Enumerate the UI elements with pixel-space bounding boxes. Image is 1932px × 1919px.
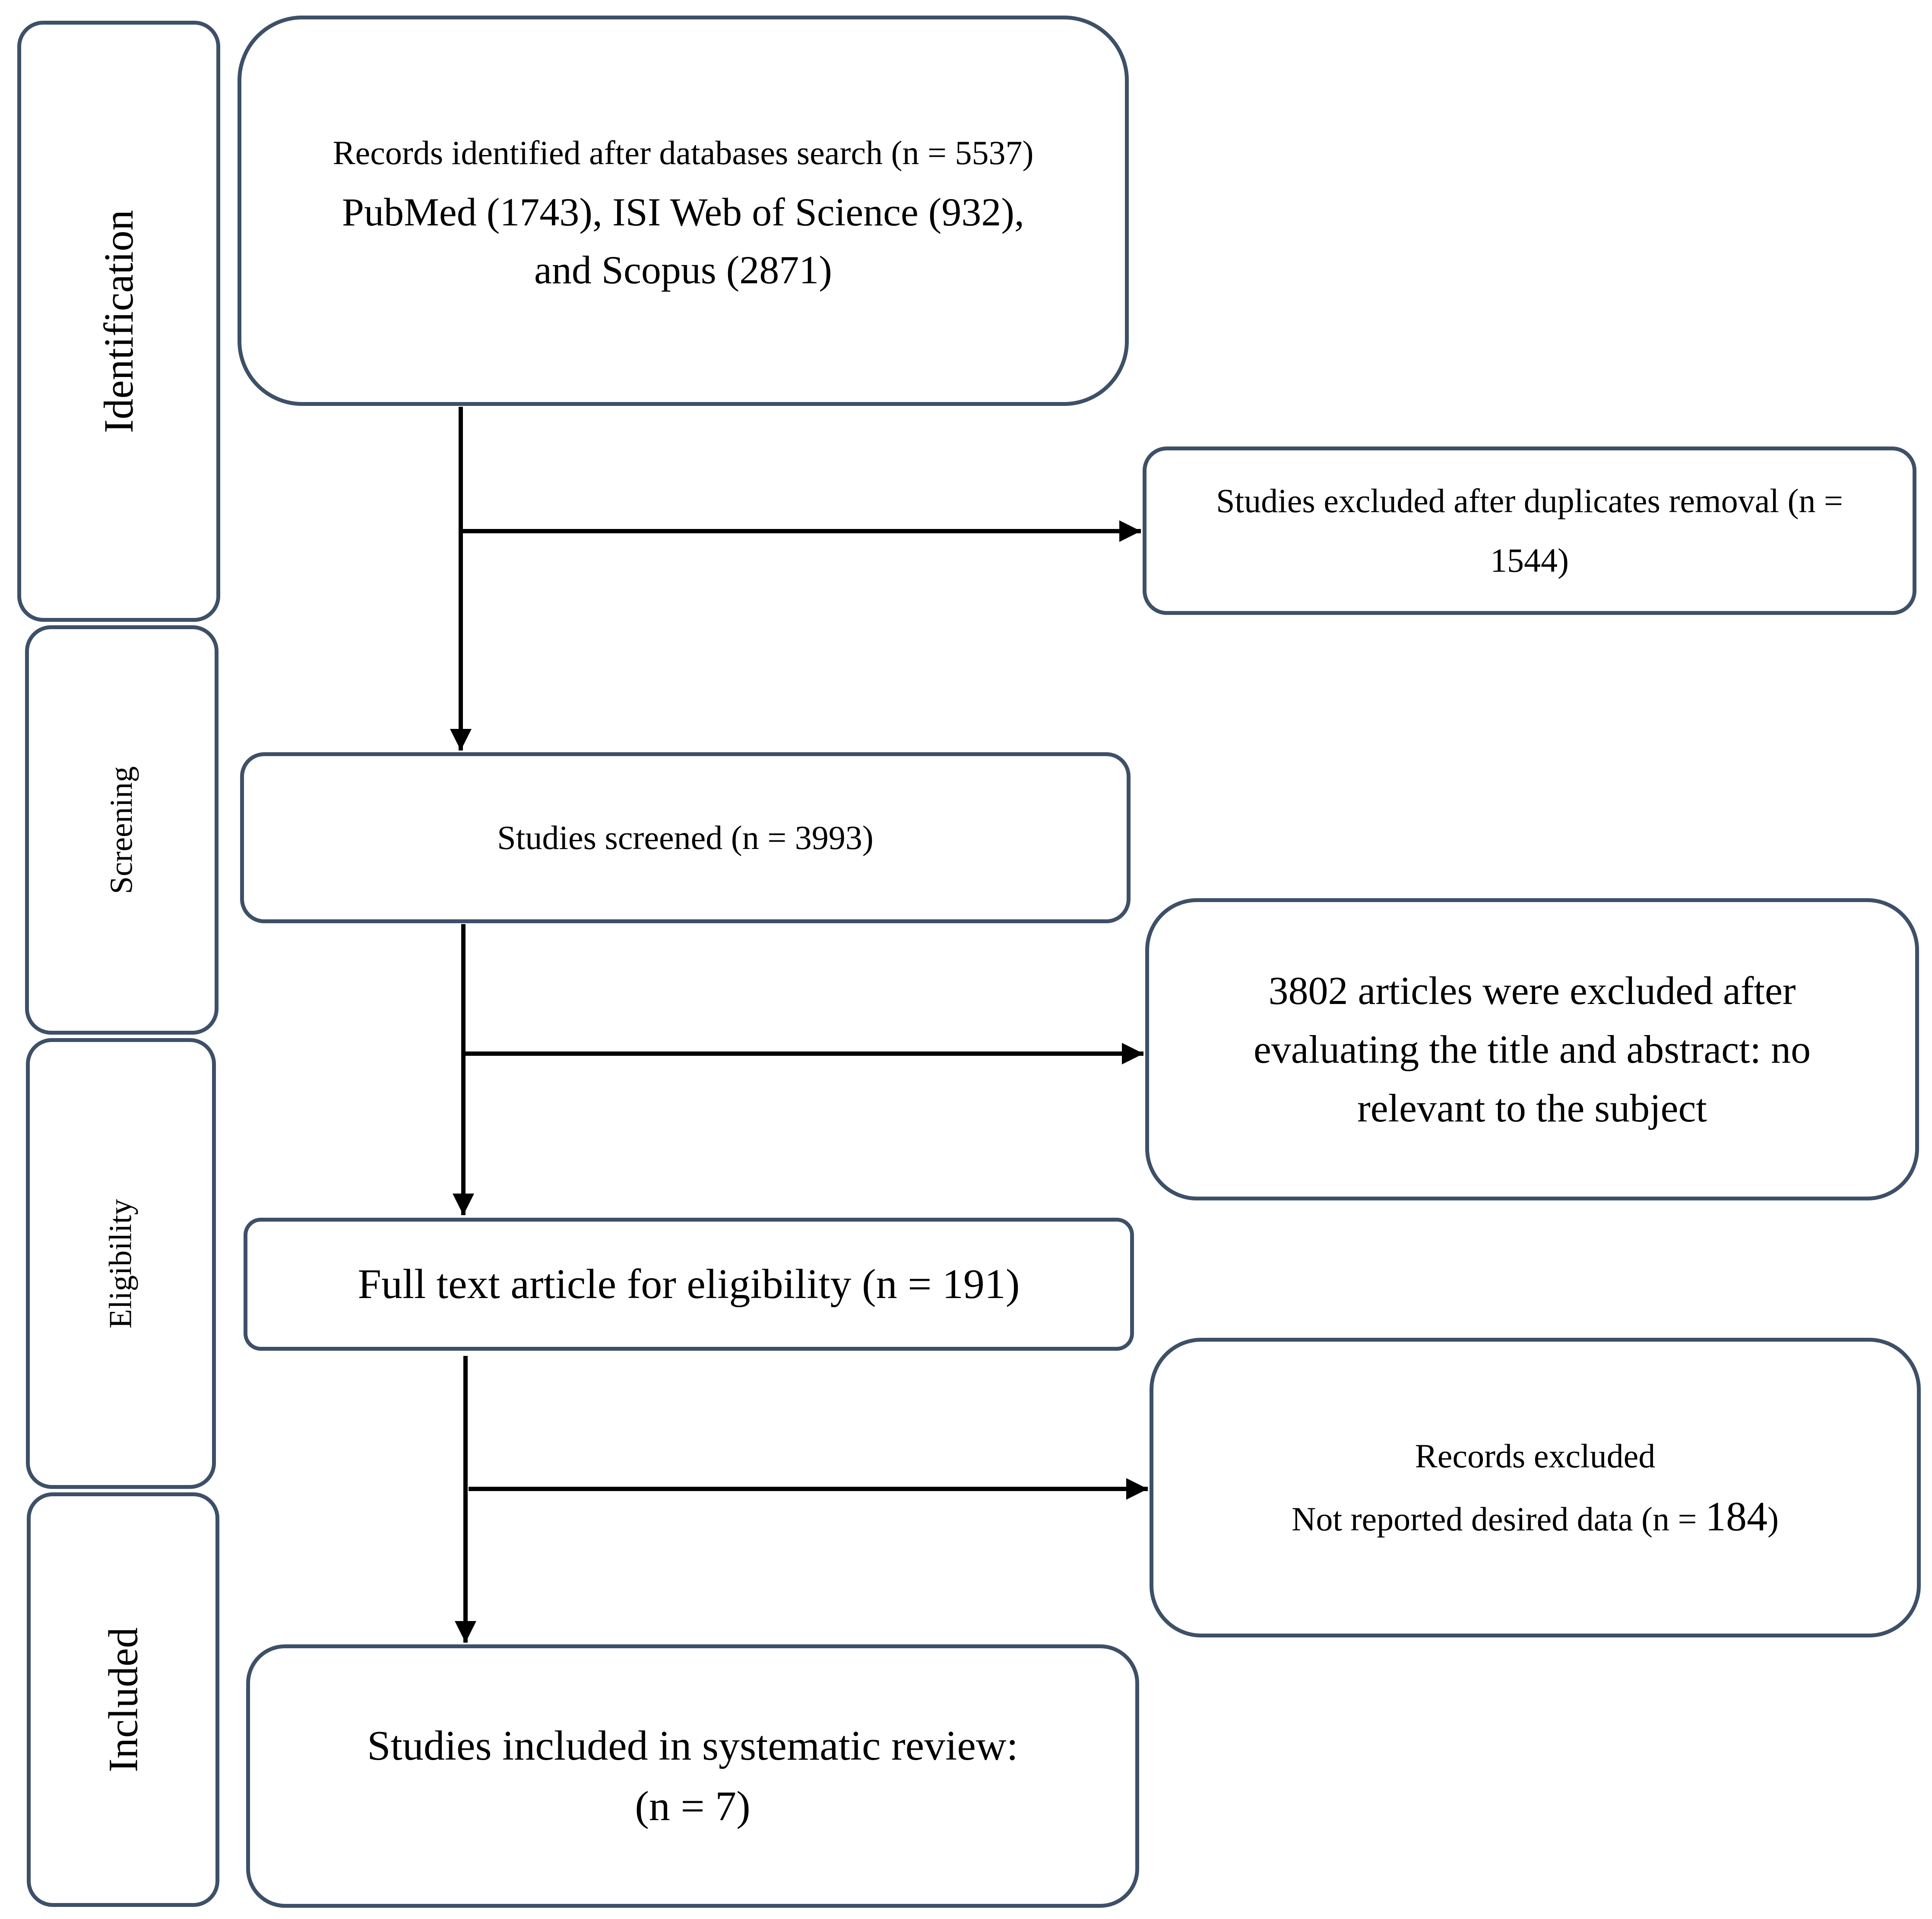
stage-identification-box: Identification [17,21,220,622]
records-excluded-box: Records excluded Not reported desired da… [1150,1338,1921,1637]
full-text-box: Full text article for eligibility (n = 1… [244,1218,1134,1351]
records-excluded-line2-prefix: Not reported desired data (n = [1292,1500,1705,1538]
screened-line1: Studies screened (n = 3993) [497,819,874,856]
included-line1: Studies included in systematic review: [367,1723,1018,1769]
duplicates-excluded-box: Studies excluded after duplicates remova… [1143,446,1916,615]
title-abstract-excluded-line2: evaluating the title and abstract: no [1253,1027,1811,1071]
title-abstract-excluded-line1: 3802 articles were excluded after [1268,969,1796,1013]
records-excluded-line2-value: 184 [1705,1493,1767,1539]
duplicates-excluded-line1: Studies excluded after duplicates remova… [1216,482,1843,519]
stage-included-box: Included [27,1492,219,1907]
stage-eligibility-box: Eligibility [26,1038,216,1489]
records-excluded-line1: Records excluded [1415,1437,1656,1475]
screened-box: Studies screened (n = 3993) [240,752,1131,923]
title-abstract-excluded-box: 3802 articles were excluded after evalua… [1145,898,1919,1200]
records-excluded-line2: Not reported desired data (n = 184) [1292,1486,1779,1549]
included-box: Studies included in systematic review: (… [246,1644,1139,1908]
full-text-line1: Full text article for eligibility (n = 1… [358,1261,1020,1308]
records-identified-box: Records identified after databases searc… [238,16,1129,406]
duplicates-excluded-line2: 1544) [1490,542,1569,579]
included-line2: (n = 7) [635,1783,751,1830]
records-identified-line3: and Scopus (2871) [534,248,832,292]
title-abstract-excluded-line3: relevant to the subject [1357,1086,1707,1130]
records-identified-line1: Records identified after databases searc… [333,134,1034,171]
records-excluded-line2-suffix: ) [1767,1500,1779,1538]
stage-screening-box: Screening [25,625,219,1035]
records-identified-line2: PubMed (1743), ISI Web of Science (932), [342,190,1025,234]
